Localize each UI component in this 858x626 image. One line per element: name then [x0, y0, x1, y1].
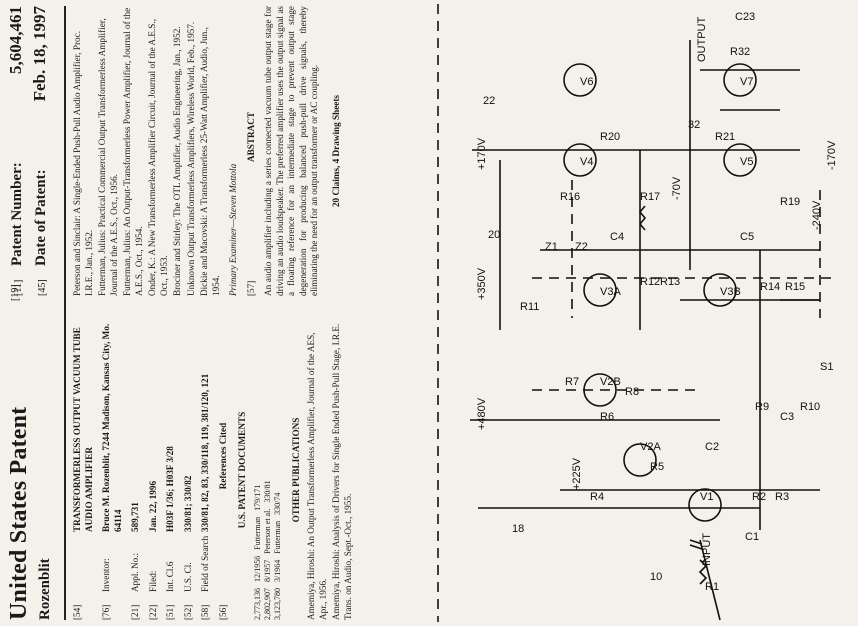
label-v70: -70V	[671, 176, 683, 200]
label-R14: R14	[760, 281, 780, 293]
label-ref18: 18	[512, 523, 524, 535]
label-R7: R7	[565, 376, 579, 388]
label-V3B: V3B	[720, 286, 741, 298]
label-V6: V6	[580, 76, 593, 88]
label-output: OUTPUT	[696, 17, 708, 63]
label-R20: R20	[600, 131, 620, 143]
label-C5: C5	[740, 231, 754, 243]
label-R16: R16	[560, 191, 580, 203]
label-R8: R8	[625, 386, 639, 398]
label-C1: C1	[745, 531, 759, 543]
label-ref10: 10	[650, 571, 662, 583]
label-C3: C3	[780, 411, 794, 423]
label-V2A: V2A	[640, 441, 661, 453]
label-R11: R11	[520, 301, 539, 313]
label-C23: C23	[735, 11, 755, 23]
label-R2: R2	[752, 491, 766, 503]
label-R5: R5	[650, 461, 664, 473]
label-R4: R4	[590, 491, 604, 503]
label-C4: C4	[610, 231, 624, 243]
label-V7: V7	[740, 76, 753, 88]
label-R9: R9	[755, 401, 769, 413]
label-v225: +225V	[571, 457, 583, 490]
label-R19: R19	[780, 196, 800, 208]
label-v170n: -170V	[826, 140, 838, 170]
label-R12: R12	[640, 276, 660, 288]
label-v480: +480V	[476, 397, 488, 430]
label-R17: R17	[640, 191, 660, 203]
label-v170p: +170V	[476, 137, 488, 170]
label-R13: R13	[660, 276, 680, 288]
label-R3: R3	[775, 491, 789, 503]
label-S1: S1	[820, 361, 833, 373]
label-v240: -240V	[811, 200, 823, 230]
label-v350: +350V	[476, 267, 488, 300]
label-V1: V1	[700, 491, 713, 503]
label-ref20: 20	[488, 229, 500, 241]
label-R6: R6	[600, 411, 614, 423]
label-V3A: V3A	[600, 286, 621, 298]
label-V5: V5	[740, 156, 753, 168]
label-R21: R21	[715, 131, 735, 143]
label-R32: R32	[730, 46, 750, 58]
label-R15: R15	[785, 281, 805, 293]
label-C2: C2	[705, 441, 719, 453]
label-input: INPUT	[701, 533, 713, 566]
label-Z2: Z2	[575, 241, 588, 253]
label-ref32: 32	[688, 119, 700, 131]
label-V2B: V2B	[600, 376, 621, 388]
label-V4: V4	[580, 156, 593, 168]
label-R10: R10	[800, 401, 820, 413]
label-R1: R1	[705, 581, 719, 593]
label-ref22: 22	[483, 95, 495, 107]
label-Z1: Z1	[545, 241, 558, 253]
